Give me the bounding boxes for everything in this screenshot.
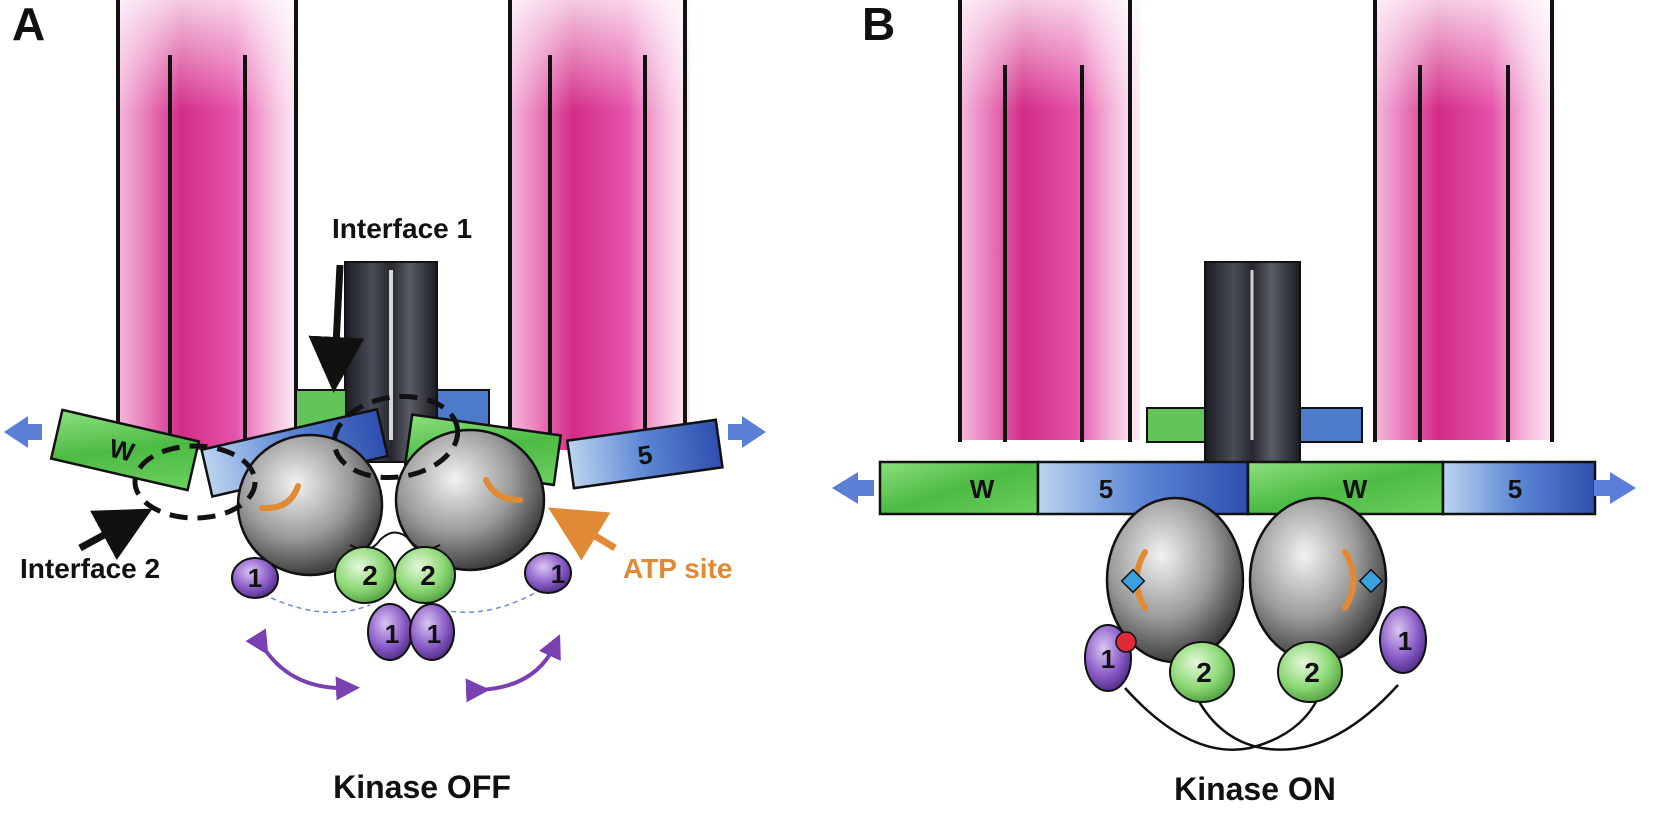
atp-site-arc-left <box>259 483 301 512</box>
panel-letter-b: B <box>862 0 895 50</box>
bar-label-5: 5 <box>1508 474 1522 504</box>
atp-site-arc-right <box>483 477 523 503</box>
atp-site-arc-right <box>1342 549 1357 611</box>
caption-kinase-on: Kinase ON <box>1174 771 1336 807</box>
connector-blue-b <box>1299 407 1363 443</box>
dashed-linker-left <box>254 589 371 613</box>
diamond-marker-left-icon <box>1120 568 1146 594</box>
arrow-right-icon <box>728 416 766 448</box>
bar-label-w: W <box>970 474 995 504</box>
membrane-b-right <box>1373 0 1555 442</box>
lobe-a-1-left: 1 <box>231 557 279 599</box>
linker-b-crossing-2 <box>1195 684 1399 751</box>
lobe-a-1-right: 1 <box>524 552 572 594</box>
svg-text:1: 1 <box>1398 626 1412 656</box>
lobe-a-1-bottom-right: 1 <box>409 603 455 661</box>
connector-green-b <box>1146 407 1206 443</box>
lobe-b-2-left: 2 <box>1169 641 1235 703</box>
kinase-lobe-a-right <box>394 428 546 572</box>
atp-arrow-icon <box>548 507 617 561</box>
interface-2-label: Interface 2 <box>20 553 160 584</box>
bar-label-w: W <box>1343 474 1368 504</box>
svg-text:2: 2 <box>1304 657 1320 688</box>
linker-b-crossing <box>1124 687 1320 751</box>
lobe-b-2-right: 2 <box>1277 641 1343 703</box>
svg-text:2: 2 <box>362 560 378 591</box>
purple-arrow-right-icon <box>465 634 561 703</box>
svg-text:1: 1 <box>248 563 262 593</box>
lobe-a-1-bottom-left: 1 <box>367 603 413 661</box>
interface-2-arrow-icon <box>78 508 153 560</box>
membrane-a-right <box>508 0 690 455</box>
interface-2-ellipse <box>132 443 258 521</box>
bar-label-5: 5 <box>1099 474 1113 504</box>
membrane-b-left <box>958 0 1140 442</box>
panel-b: W 5 W 5 1 2 2 <box>832 0 1636 807</box>
coiled-coil-b <box>1204 261 1301 463</box>
diamond-marker-right-icon <box>1358 568 1384 594</box>
bar-a-w-left: W <box>49 408 201 492</box>
panel-a: W 5 W 5 1 <box>4 0 766 805</box>
svg-text:2: 2 <box>1196 657 1212 688</box>
caption-kinase-off: Kinase OFF <box>333 769 511 805</box>
atp-site-label: ATP site <box>623 553 732 584</box>
interface-1-label: Interface 1 <box>332 213 472 244</box>
arrow-left-icon <box>832 472 874 504</box>
arrow-left-icon <box>4 416 42 448</box>
interface-1-ellipse <box>331 393 461 481</box>
svg-text:1: 1 <box>427 619 441 649</box>
lobe-b-1-right: 1 <box>1379 606 1427 674</box>
svg-text:1: 1 <box>385 619 399 649</box>
arrow-right-icon <box>1594 472 1636 504</box>
lobe-a-2-left: 2 <box>334 546 396 604</box>
purple-arrow-left-icon <box>245 628 360 701</box>
membrane-a-left <box>116 0 298 455</box>
phospho-site-icon <box>1115 631 1137 653</box>
svg-text:1: 1 <box>1101 644 1115 674</box>
panel-letter-a: A <box>12 0 45 50</box>
interface-1-arrow-icon <box>308 264 365 393</box>
svg-text:1: 1 <box>551 559 565 589</box>
horizontal-bar-b: W 5 W 5 <box>878 460 1597 516</box>
bar-label-5: 5 <box>636 439 655 471</box>
lobe-a-2-right: 2 <box>394 546 456 604</box>
bar-a-5-right: 5 <box>565 418 724 490</box>
svg-text:2: 2 <box>420 560 436 591</box>
